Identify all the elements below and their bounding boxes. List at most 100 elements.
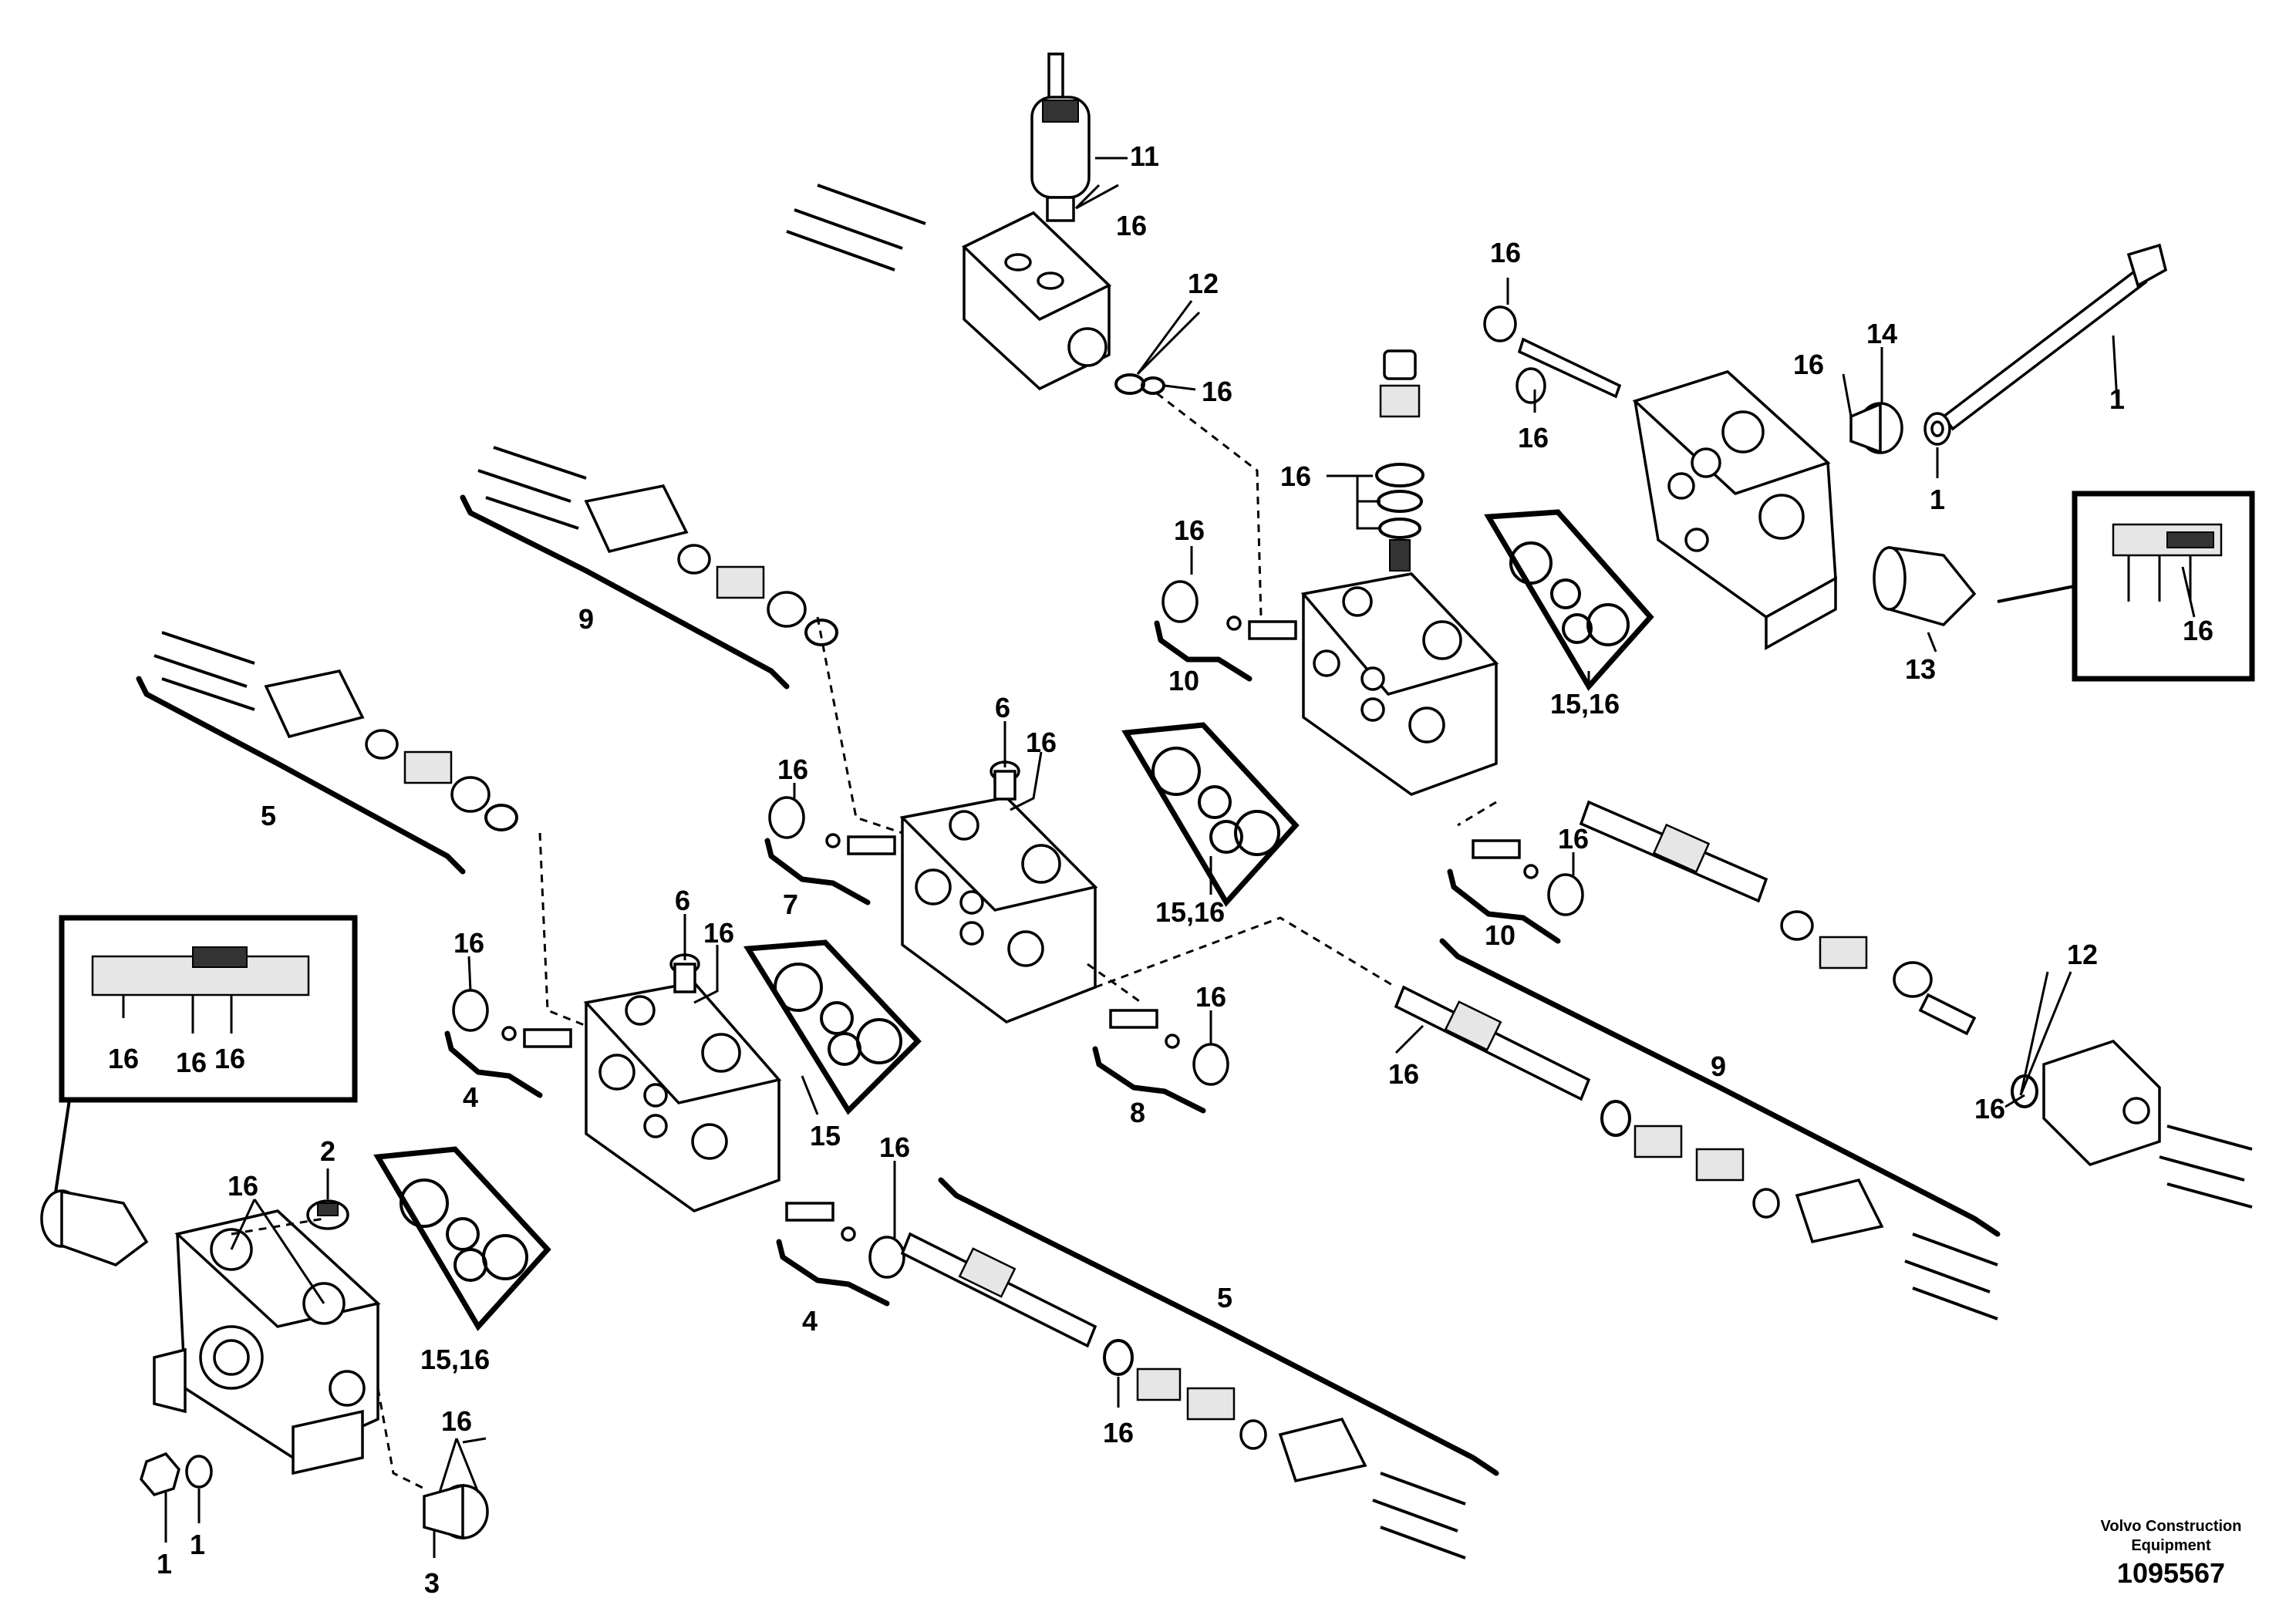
seal-plate-middle [1121, 722, 1300, 907]
callout-16-seals: 16 [1280, 460, 1311, 492]
callout-15-16-bottom: 15,16 [420, 1344, 490, 1375]
callout-16-solenoid: 16 [1116, 210, 1147, 241]
callout-14: 14 [1866, 318, 1897, 349]
callout-16-7: 16 [777, 754, 808, 785]
bracket-4-lower [776, 1239, 890, 1307]
callout-16-inlet: 16 [228, 1170, 258, 1202]
dashed-guide-8 [1087, 963, 1142, 1004]
dashed-guide-10-bot [1457, 801, 1497, 827]
callout-16-top-oring: 16 [1202, 376, 1232, 407]
callout-11: 11 [1130, 140, 1159, 172]
callout-1-washer: 1 [1930, 484, 1945, 515]
callout-16-plug-b: 16 [1518, 422, 1549, 454]
inlet-section [153, 1209, 381, 1475]
bracket-9-right [1439, 938, 2001, 1237]
seal-plate-lower [743, 939, 922, 1115]
callout-16-6lower: 16 [703, 917, 734, 949]
callout-5-left: 5 [261, 800, 276, 831]
brand-block: Volvo Construction Equipment 1095567 [2101, 1518, 2242, 1589]
solenoid-block [961, 211, 1112, 391]
callout-16-cutaway-left-2: 16 [176, 1047, 207, 1078]
callout-16-8: 16 [1195, 981, 1226, 1013]
solenoid-part-11 [1030, 52, 1091, 222]
dashed-guide-inlet [231, 1217, 325, 1236]
plug-part-14 [1849, 402, 1903, 454]
seal-plate-upper [1484, 509, 1654, 691]
spool-lower [900, 1232, 1097, 1348]
plug-part-3 [423, 1483, 489, 1540]
callout-4-lower: 4 [802, 1305, 818, 1337]
callout-16-plug3: 16 [441, 1405, 472, 1437]
callout-1-washer-bottom: 1 [190, 1529, 205, 1560]
callout-1-nut: 1 [157, 1548, 172, 1580]
callout-12-right: 12 [2067, 939, 2098, 970]
callout-9-right: 9 [1711, 1050, 1726, 1082]
o-ring-part-12-top [1114, 373, 1165, 395]
callout-4-upper: 4 [463, 1081, 478, 1113]
relief-valve-part-13 [1873, 545, 1977, 626]
callout-10-top: 10 [1168, 665, 1199, 696]
callout-7: 7 [783, 889, 798, 920]
bracket-10-top [1154, 620, 1253, 682]
callout-13: 13 [1905, 653, 1936, 685]
callout-12-top: 12 [1188, 268, 1219, 299]
drawing-number: 1095567 [2117, 1557, 2225, 1589]
dashed-guide-9 [816, 616, 903, 835]
block-right [2042, 1039, 2161, 1167]
callout-15-16-mid: 15,16 [1155, 896, 1225, 928]
dashed-guide-spool [1094, 916, 1397, 989]
callout-5-right: 5 [1217, 1282, 1232, 1313]
plugs-4-lower [785, 1202, 905, 1279]
callout-16-6upper: 16 [1026, 727, 1057, 758]
callout-labels: 11 16 12 16 16 16 16 14 1 1 16 13 16 9 1… [108, 140, 2213, 1599]
spool-middle [1394, 985, 1591, 1101]
brand-line-1: Volvo Construction [2101, 1518, 2242, 1535]
dashed-guide-5 [538, 832, 587, 1027]
plugs-10-top [1161, 580, 1297, 640]
spool-upper-right [1579, 800, 1768, 903]
bracket-4-upper [444, 1030, 543, 1098]
bracket-9-left [460, 494, 790, 690]
relief-valve-left [40, 1189, 149, 1266]
washer-part-1 [1923, 412, 1951, 446]
leader-lines [164, 157, 2196, 1558]
callout-9-left: 9 [578, 603, 594, 635]
callout-16-plug-a: 16 [1490, 237, 1521, 268]
brand-line-2: Equipment [2131, 1537, 2211, 1554]
valve-section-middle [899, 796, 1098, 1023]
dashed-guide-top [1156, 392, 1263, 618]
callout-2: 2 [320, 1135, 335, 1167]
bolts-right [2159, 1125, 2253, 1209]
callout-3: 3 [424, 1567, 440, 1599]
callout-6-lower: 6 [675, 885, 690, 916]
dashed-guide-plug3 [376, 1388, 425, 1490]
valve-section-lower [583, 981, 782, 1212]
cutaway-box-left [52, 915, 358, 1204]
check-valve-6-upper [990, 760, 1020, 801]
seal-plate-bottom [373, 1146, 551, 1331]
plugs-4-upper [452, 989, 572, 1048]
callout-16-spool-right: 16 [1388, 1058, 1419, 1090]
callout-16-plug-c: 16 [1793, 349, 1824, 380]
bracket-10-bottom [1447, 868, 1561, 944]
bracket-7 [764, 838, 871, 905]
plugs-7 [768, 796, 896, 855]
spring-kit-5-bottom [1103, 1339, 1466, 1560]
bracket-5-left [136, 676, 466, 875]
spring-kit-9-left [477, 446, 838, 646]
bolts-top [786, 184, 926, 271]
pilot-plugs [1483, 305, 1622, 404]
callout-15-16-top: 15,16 [1550, 688, 1620, 720]
spring-kit-9-bottom [1600, 1100, 1998, 1320]
callout-16-cutaway-left-3: 16 [214, 1043, 245, 1074]
seal-stack [1375, 349, 1424, 572]
tie-rod [1941, 243, 2168, 431]
callout-16-4lower: 16 [879, 1131, 910, 1163]
callout-10-bot: 10 [1485, 919, 1515, 951]
callout-16-right-oring: 16 [1974, 1093, 2005, 1125]
check-valve-part-2 [306, 1199, 349, 1230]
check-valve-6-lower [669, 953, 700, 993]
bracket-5-right [938, 1177, 1499, 1476]
nut-washer-part-1 [140, 1452, 213, 1497]
valve-section-upper-right [1300, 572, 1499, 796]
